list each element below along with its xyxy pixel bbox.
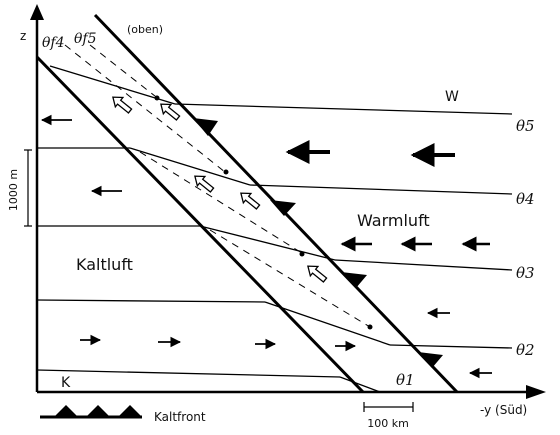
dashed-line-1 bbox=[64, 44, 226, 173]
zone-line-theta-3 bbox=[199, 225, 336, 261]
vertical-scale-bar: 1000 m bbox=[7, 149, 32, 227]
theta-1-label: θ1 bbox=[396, 371, 415, 389]
hollow-arrow-icon bbox=[160, 103, 181, 121]
cold-air-label: Kaltluft bbox=[76, 255, 133, 274]
frontal-zone-dashes bbox=[64, 44, 371, 328]
isentrope-theta-1-cold bbox=[36, 369, 341, 378]
z-axis-arrowhead bbox=[30, 4, 44, 20]
theta-5-label: θ5 bbox=[516, 117, 535, 135]
zone-line-theta-4 bbox=[129, 147, 251, 186]
hollow-arrow-icon bbox=[307, 265, 328, 283]
isentrope-theta-5-warm bbox=[174, 103, 513, 115]
k-label: K bbox=[61, 375, 71, 391]
isentrope-theta-2-cold bbox=[36, 299, 266, 303]
dot bbox=[299, 251, 305, 257]
cold-front-triangle bbox=[193, 118, 218, 136]
vertical-scale-label: 1000 m bbox=[7, 169, 20, 211]
y-axis-arrowhead bbox=[526, 385, 546, 399]
theta-f5-label: θf5 bbox=[74, 31, 97, 47]
hollow-arrow-icon bbox=[112, 96, 133, 114]
upslope-flow-arrows bbox=[112, 96, 328, 283]
z-axis-label: z bbox=[20, 29, 26, 43]
warm-air-label: Warmluft bbox=[357, 211, 430, 230]
legend-front-triangle bbox=[118, 405, 142, 417]
cold-front-triangle bbox=[341, 272, 367, 288]
dashed-line-2 bbox=[89, 44, 161, 101]
dashed-line-3 bbox=[139, 151, 306, 256]
wind-arrows bbox=[40, 114, 492, 379]
frontal-boundaries bbox=[35, 13, 459, 394]
w-label: W bbox=[445, 89, 459, 105]
cold-front-triangle bbox=[270, 200, 296, 216]
zone-line-theta-5 bbox=[49, 65, 176, 105]
top-label: (oben) bbox=[127, 23, 163, 36]
front-lower-boundary bbox=[35, 55, 365, 394]
theta-f4-label: θf4 bbox=[42, 35, 65, 51]
horizontal-scale-label: 100 km bbox=[367, 417, 409, 430]
dot bbox=[154, 95, 160, 101]
legend-front-triangle bbox=[54, 405, 78, 417]
legend-cold-front-label: Kaltfront bbox=[154, 410, 206, 424]
cold-front-symbols bbox=[193, 118, 443, 368]
hollow-arrow-icon bbox=[240, 192, 261, 210]
legend: Kaltfront bbox=[40, 405, 206, 424]
y-axis-label: -y (Süd) bbox=[480, 403, 527, 417]
isentrope-theta-2-warm bbox=[389, 344, 513, 349]
horizontal-scale-bar: 100 km bbox=[363, 402, 414, 430]
zone-line-theta-2 bbox=[264, 301, 391, 346]
isentrope-theta-3-warm bbox=[334, 259, 513, 271]
hollow-arrow-icon bbox=[194, 175, 215, 193]
dashed-line-4 bbox=[209, 229, 371, 328]
theta-3-label: θ3 bbox=[516, 264, 535, 282]
dot bbox=[223, 169, 229, 175]
theta-2-label: θ2 bbox=[516, 341, 535, 359]
axes bbox=[30, 4, 546, 399]
legend-front-triangle bbox=[86, 405, 110, 417]
isentrope-theta-4-warm bbox=[249, 184, 513, 195]
dot bbox=[367, 324, 373, 330]
theta-4-label: θ4 bbox=[516, 190, 535, 208]
zone-line-theta-1 bbox=[339, 376, 381, 393]
cold-front-triangle bbox=[418, 352, 443, 368]
front-dots bbox=[154, 95, 373, 330]
